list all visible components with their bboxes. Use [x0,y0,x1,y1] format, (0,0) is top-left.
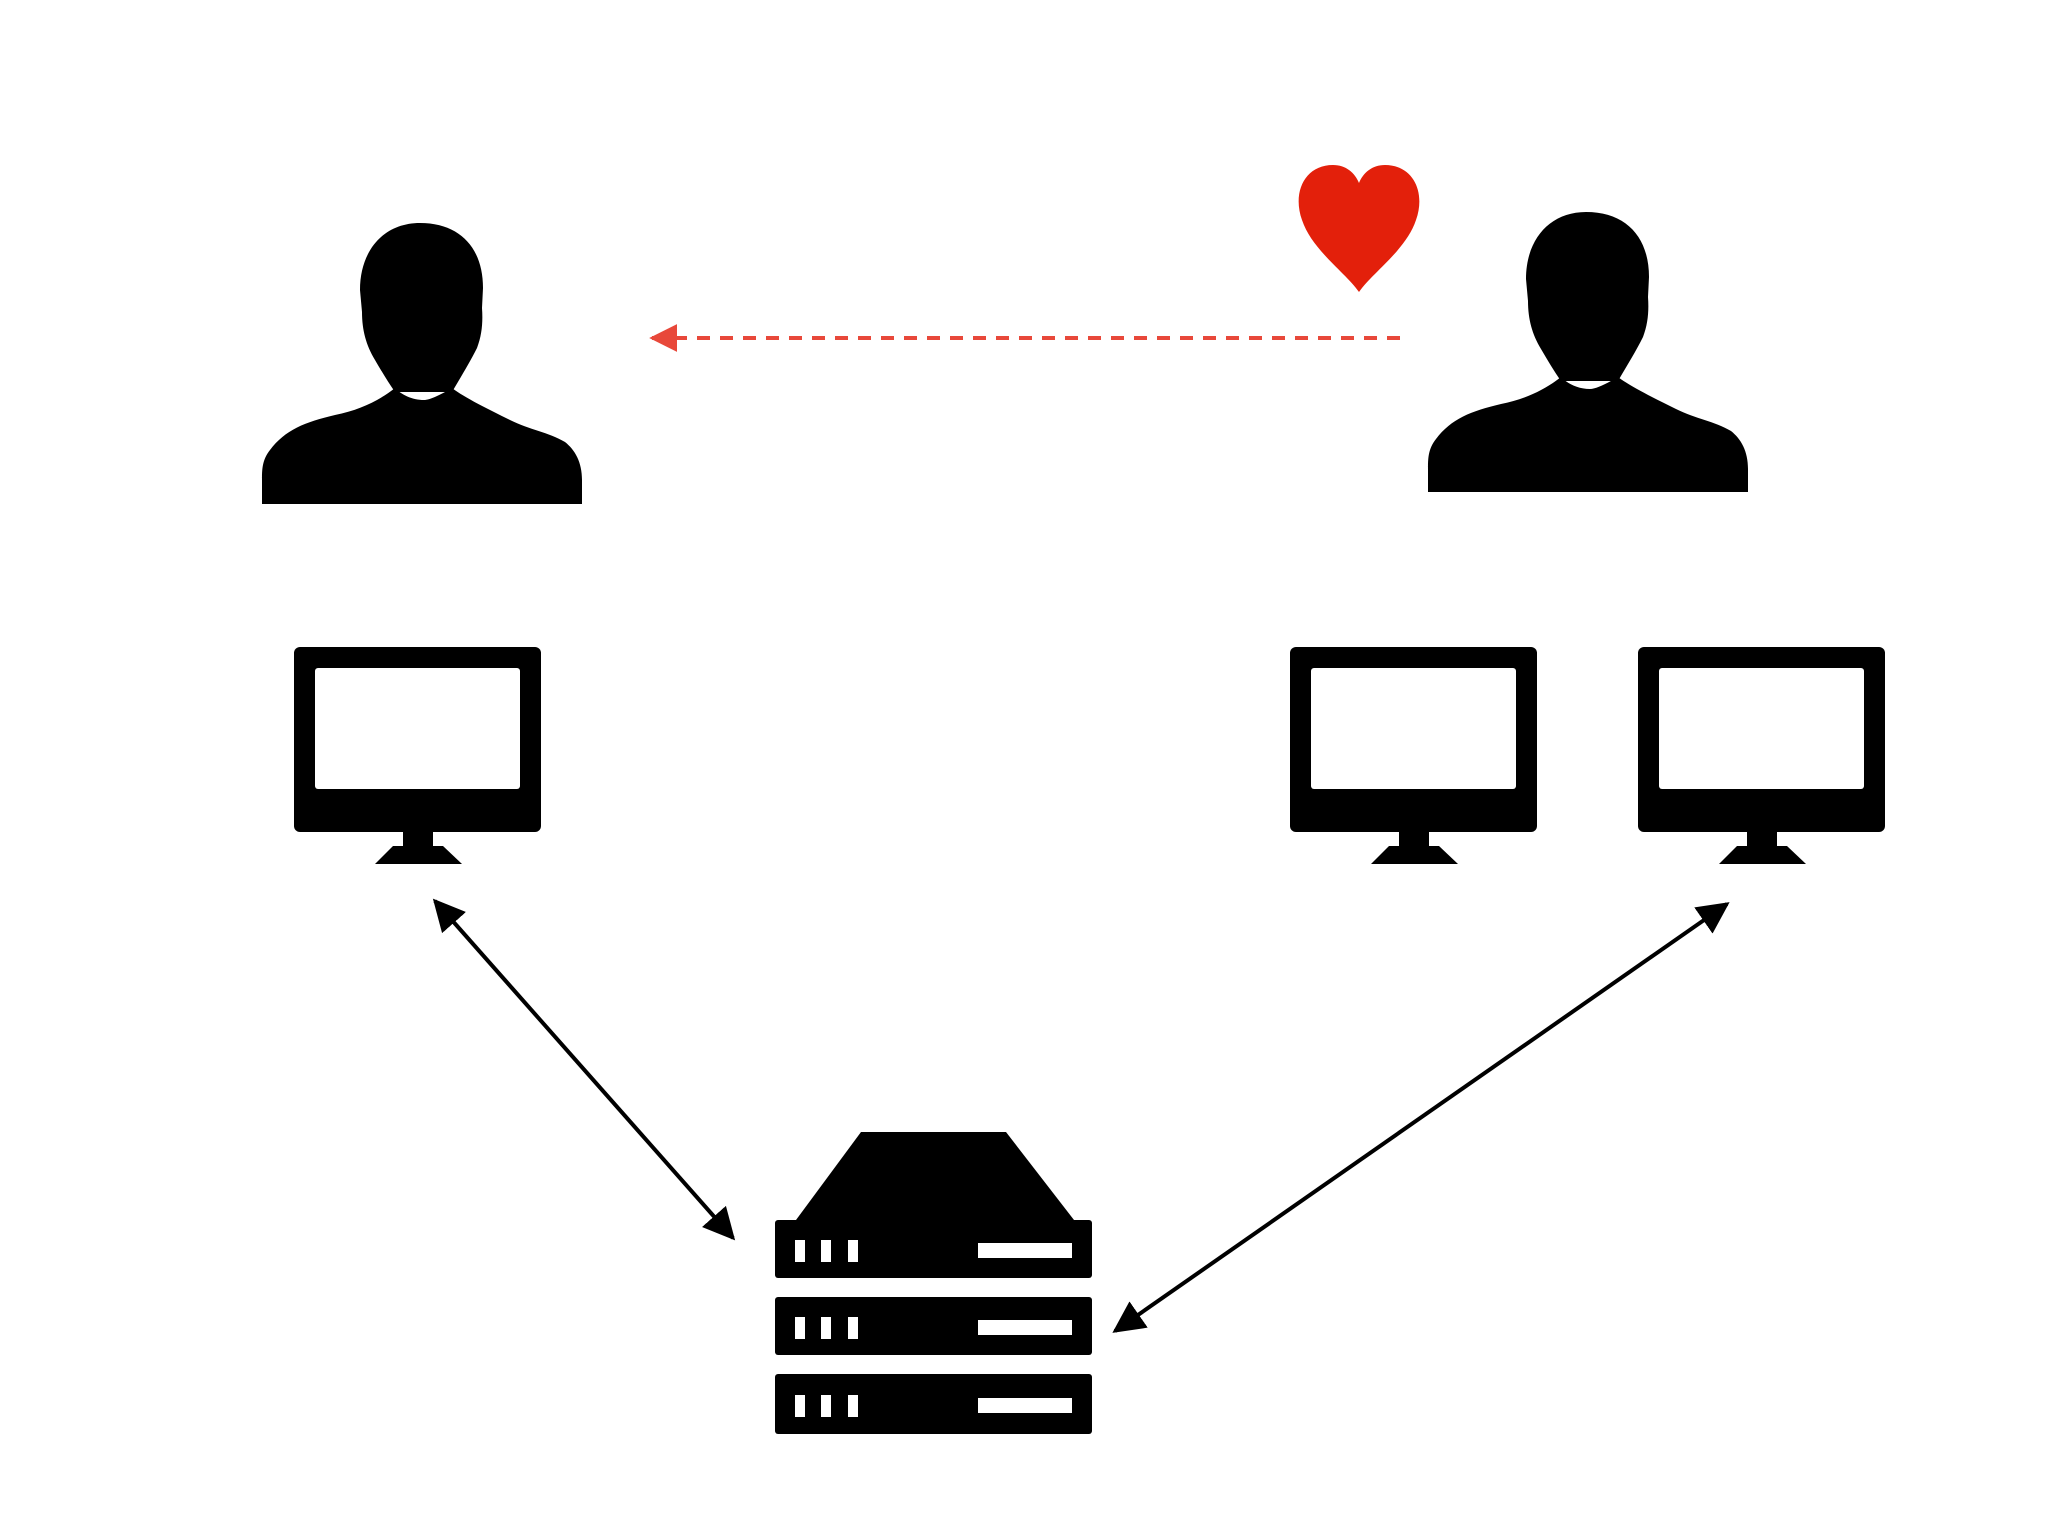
heart-icon [1298,165,1420,292]
computer-b2-monitor-icon [1638,647,1885,864]
computer-a-monitor-icon [294,647,541,864]
link-computer-b2-server [1112,902,1730,1333]
computer-b1-monitor-icon [1290,647,1537,864]
server-rack-icon [775,1132,1092,1434]
user-b-person-icon [1428,212,1748,492]
user-a-person-icon [262,223,582,504]
link-computer-a-server [432,898,736,1241]
